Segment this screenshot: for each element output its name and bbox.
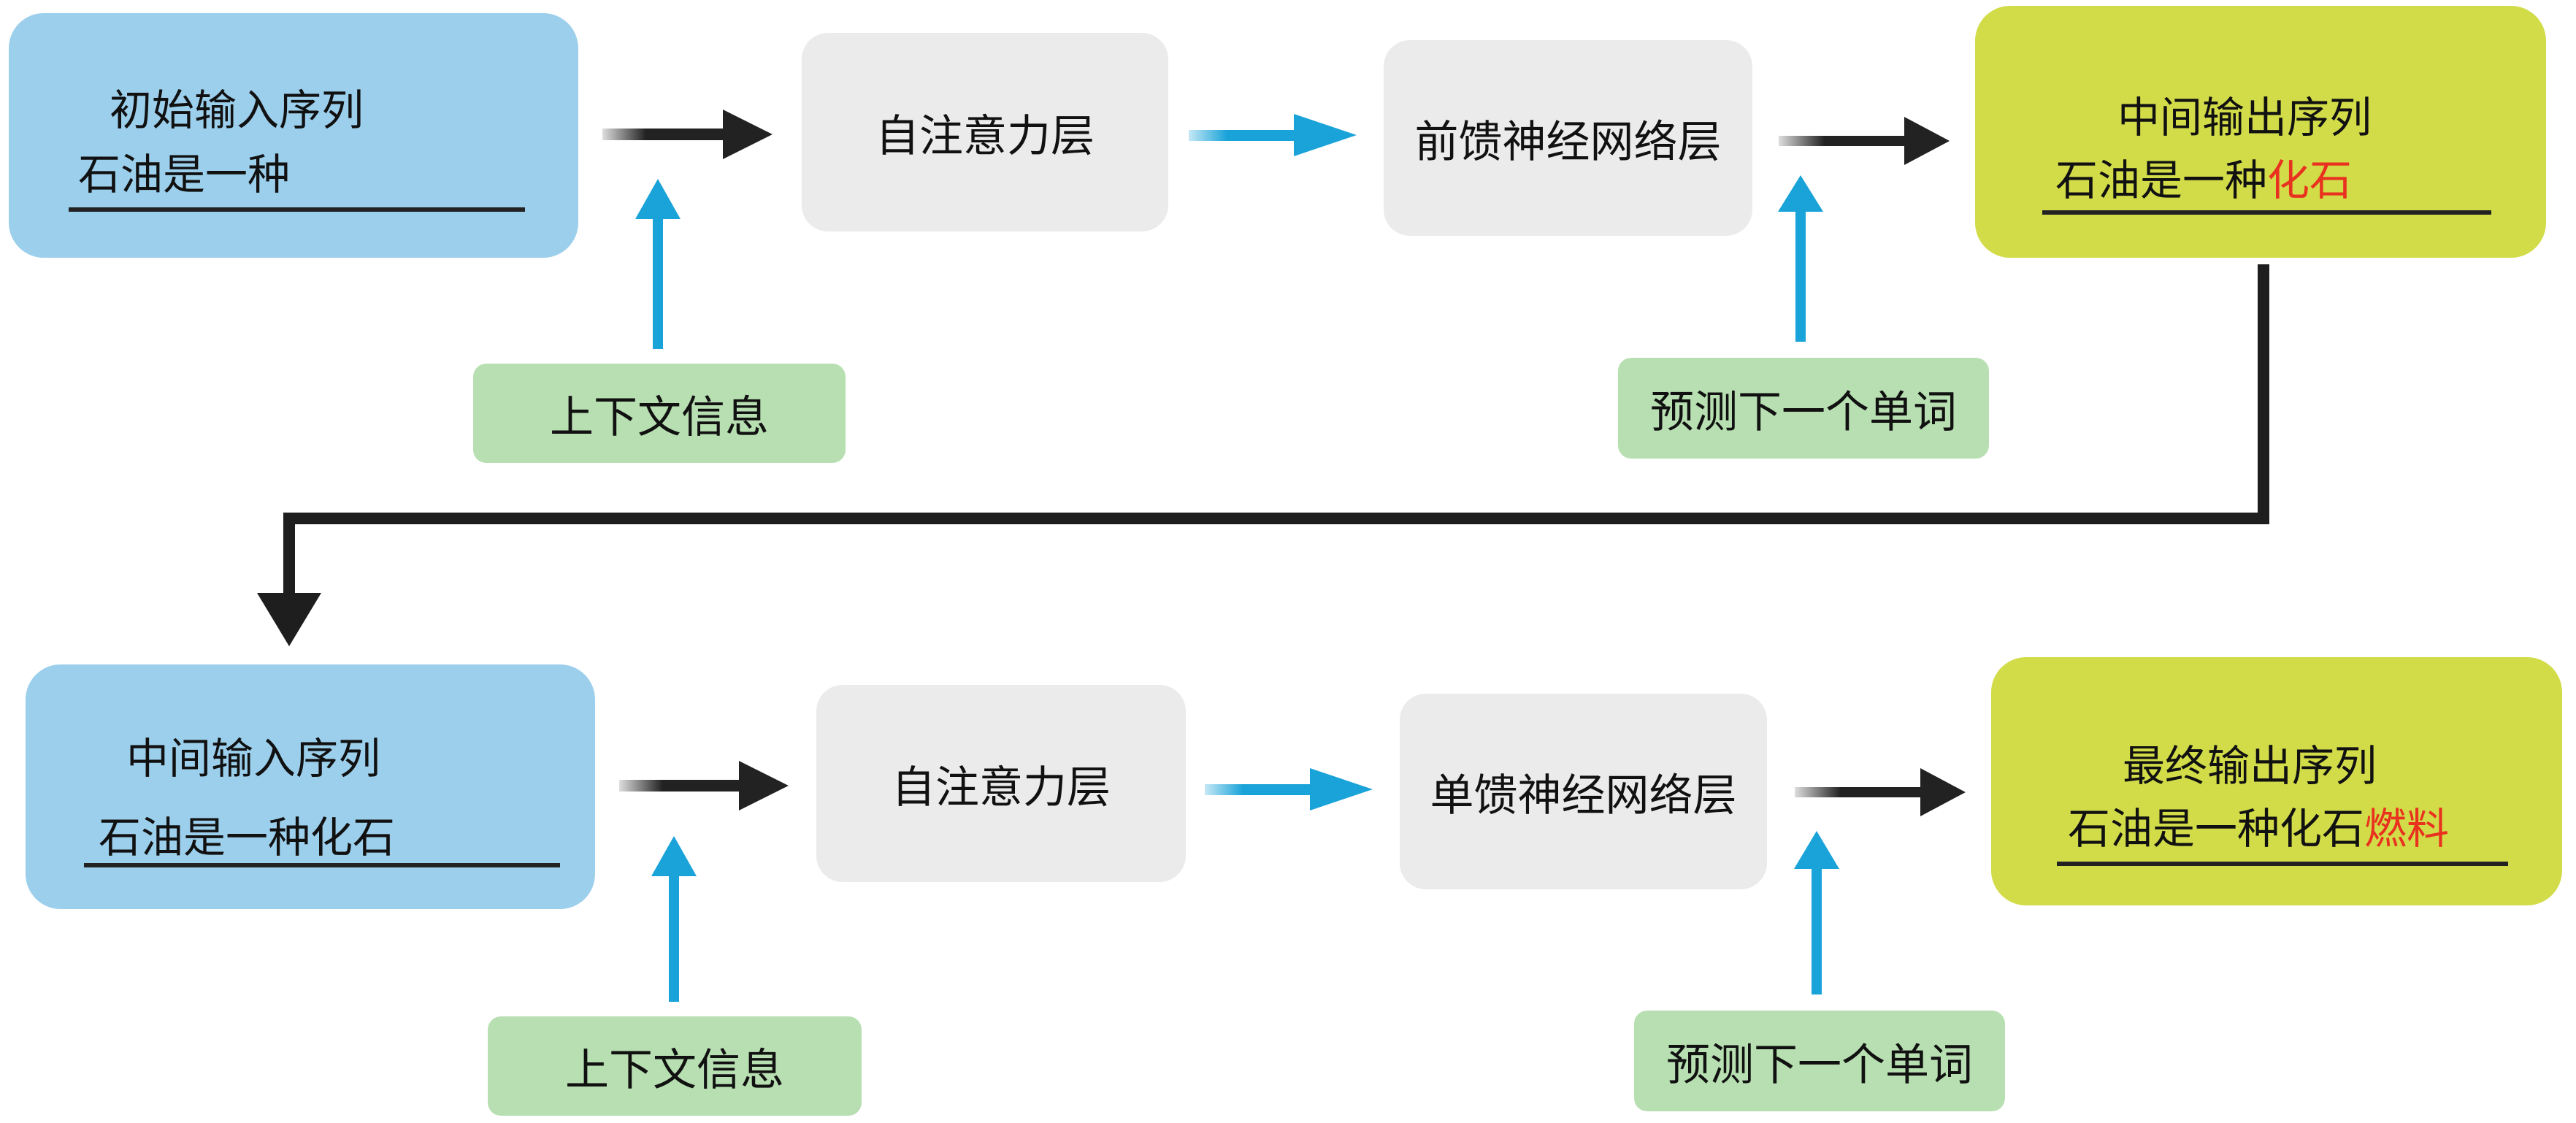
row2-predict-label-box: 预测下一个单词 (1634, 1011, 2005, 1111)
row2-output-underline (2057, 862, 2508, 866)
row1-output-underline (2042, 210, 2491, 215)
row2-output-text: 石油是一种化石 (2068, 804, 2365, 854)
row1-predict-label-box: 预测下一个单词 (1618, 358, 1989, 459)
row1-output-highlight: 化石 (2267, 156, 2353, 205)
row1-feedforward-to-output-arrow (1779, 117, 1950, 165)
row2-output-highlight: 燃料 (2364, 804, 2450, 854)
row2-output-text-line: 石油是一种化石燃料 (2068, 808, 2449, 850)
row2-context-up-arrow (651, 836, 697, 1002)
row1-context-label-box: 上下文信息 (473, 364, 846, 463)
row1-input-to-attention-arrow (602, 110, 773, 159)
row2-context-label-box: 上下文信息 (488, 1016, 862, 1116)
row2-feedforward-to-output-arrow (1795, 768, 1966, 816)
row2-predict-up-arrow (1794, 831, 1839, 994)
row2-predict-label: 预测下一个单词 (1666, 1039, 1973, 1091)
row2-input-box: 中间输入序列 石油是一种化石 (26, 664, 595, 909)
row1-context-up-arrow (635, 179, 681, 349)
row2-input-underline (84, 863, 560, 867)
row2-context-label: 上下文信息 (565, 1044, 784, 1096)
row1-attention-label: 自注意力层 (875, 110, 1095, 162)
row2-feedforward-label: 单馈神经网络层 (1430, 770, 1737, 821)
row2-attention-to-feedforward-arrow (1205, 768, 1373, 810)
row1-output-title: 中间输出序列 (2117, 93, 2372, 142)
row1-output-text: 石油是一种 (2055, 156, 2268, 205)
row2-output-title: 最终输出序列 (2123, 741, 2377, 791)
row1-context-label: 上下文信息 (550, 391, 769, 443)
row1-output-box: 中间输出序列 石油是一种化石 (1975, 6, 2546, 258)
row1-feedforward-label: 前馈神经网络层 (1414, 116, 1722, 168)
row1-input-underline (69, 207, 525, 212)
row2-output-box: 最终输出序列 石油是一种化石燃料 (1991, 657, 2562, 905)
row1-output-text-line: 石油是一种化石 (2055, 159, 2352, 202)
row1-predict-label: 预测下一个单词 (1650, 386, 1957, 438)
row2-input-text: 石油是一种化石 (99, 813, 396, 862)
row1-input-box: 初始输入序列 石油是一种 (9, 13, 578, 258)
row1-predict-up-arrow (1778, 175, 1823, 342)
row1-attention-layer-box: 自注意力层 (802, 33, 1168, 231)
row2-input-title: 中间输入序列 (126, 734, 381, 783)
row1-input-title: 初始输入序列 (110, 85, 364, 135)
row1-input-text: 石油是一种 (78, 150, 291, 199)
row2-feedforward-layer-box: 单馈神经网络层 (1400, 694, 1767, 889)
row1-feedforward-layer-box: 前馈神经网络层 (1384, 40, 1752, 236)
row-transition-connector (257, 264, 2269, 646)
row2-input-to-attention-arrow (619, 761, 789, 810)
row1-attention-to-feedforward-arrow (1189, 114, 1357, 156)
row2-attention-layer-box: 自注意力层 (816, 685, 1186, 882)
row2-attention-label: 自注意力层 (892, 762, 1111, 813)
